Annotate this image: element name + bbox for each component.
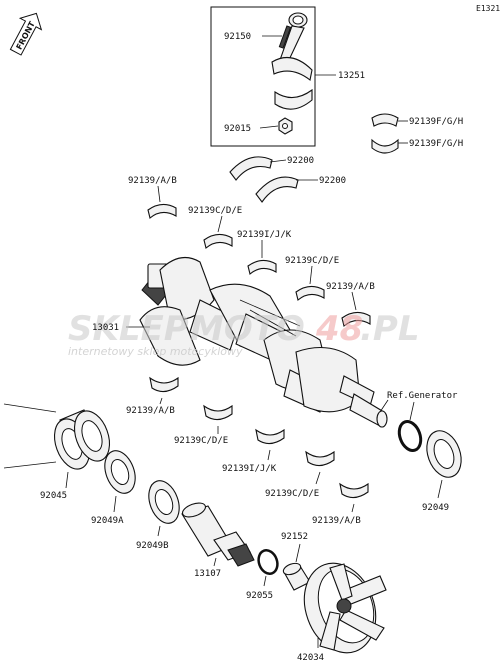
callout-92139ab-2: 92139/A/B bbox=[326, 282, 375, 292]
thrust-washer-92200-a bbox=[229, 156, 273, 181]
callout-92045: 92045 bbox=[40, 491, 67, 501]
callout-13107: 13107 bbox=[194, 569, 221, 579]
callout-92139ab-3: 92139/A/B bbox=[126, 406, 175, 416]
callout-92200-b: 92200 bbox=[319, 176, 346, 186]
callout-92139cde-1: 92139C/D/E bbox=[188, 206, 242, 216]
bearing-shell-lower-2 bbox=[203, 404, 233, 421]
callout-92150: 92150 bbox=[224, 32, 251, 42]
bearing-shell-lower-3 bbox=[255, 428, 285, 445]
bearing-shell-upper-4 bbox=[295, 285, 325, 301]
callout-13031: 13031 bbox=[92, 323, 119, 333]
callout-92139ijk-1: 92139I/J/K bbox=[237, 230, 292, 240]
o-ring-92055 bbox=[257, 549, 279, 575]
conrod-assembly-box bbox=[210, 6, 316, 147]
collar-92152 bbox=[282, 562, 311, 591]
watermark-sub: internetowy sklep motocyklowy bbox=[68, 345, 243, 358]
callout-92139cde-2: 92139C/D/E bbox=[285, 256, 339, 266]
callout-92049b: 92049B bbox=[136, 541, 169, 551]
coupling-shaft-13107 bbox=[181, 502, 255, 567]
callout-92139ab-1: 92139/A/B bbox=[128, 176, 177, 186]
oil-seal-92049a bbox=[104, 450, 136, 494]
bearing-shell-lower-4 bbox=[305, 450, 335, 467]
watermark: SKLEP MOTO 48 .PL internetowy sklep moto… bbox=[68, 309, 420, 358]
bearing-shell-92139fgh-b bbox=[371, 138, 399, 154]
diagram-code: E1321 bbox=[476, 4, 500, 13]
ball-bearing-92045 bbox=[53, 409, 111, 470]
oil-seal-92049b bbox=[148, 480, 180, 524]
callout-92139fgh-b: 92139F/G/H bbox=[409, 139, 463, 149]
bearing-shell-upper-1 bbox=[147, 203, 177, 219]
callout-92049: 92049 bbox=[422, 503, 449, 513]
callout-92139ab-4: 92139/A/B bbox=[312, 516, 361, 526]
callout-92139ijk-2: 92139I/J/K bbox=[222, 464, 277, 474]
callout-92139fgh-a: 92139F/G/H bbox=[409, 117, 463, 127]
bearing-shell-upper-2 bbox=[203, 233, 233, 249]
watermark-main-left: SKLEP bbox=[68, 309, 189, 349]
oil-seal-92049 bbox=[426, 430, 462, 478]
callout-92055: 92055 bbox=[246, 591, 273, 601]
callout-42034: 42034 bbox=[297, 653, 324, 663]
crankshaft bbox=[139, 256, 388, 428]
callout-92200-a: 92200 bbox=[287, 156, 314, 166]
impeller-42034 bbox=[303, 562, 387, 654]
front-arrow: FRONT bbox=[9, 12, 43, 56]
watermark-main-num: 48 bbox=[315, 309, 363, 349]
watermark-main-right: .PL bbox=[360, 309, 420, 349]
callout-92139cde-3: 92139C/D/E bbox=[174, 436, 228, 446]
bearing-shell-upper-5 bbox=[341, 311, 371, 327]
watermark-main-mid: MOTO bbox=[190, 309, 305, 349]
callout-92015: 92015 bbox=[224, 124, 251, 134]
callout-ref-generator: Ref.Generator bbox=[387, 391, 458, 401]
callout-92049a: 92049A bbox=[91, 516, 124, 526]
bearing-shell-92139fgh-a bbox=[371, 113, 399, 127]
callout-92152: 92152 bbox=[281, 532, 308, 542]
callout-13251: 13251 bbox=[338, 71, 365, 81]
callout-92139cde-4: 92139C/D/E bbox=[265, 489, 319, 499]
bearing-shell-lower-5 bbox=[339, 482, 369, 499]
conrod-nut bbox=[278, 117, 293, 135]
connecting-rod bbox=[271, 12, 313, 110]
thrust-washer-92200-b bbox=[255, 176, 299, 203]
seal-ring-generator bbox=[397, 419, 423, 453]
bearing-shell-lower-1 bbox=[149, 376, 179, 393]
bearing-shell-upper-3 bbox=[247, 259, 277, 275]
